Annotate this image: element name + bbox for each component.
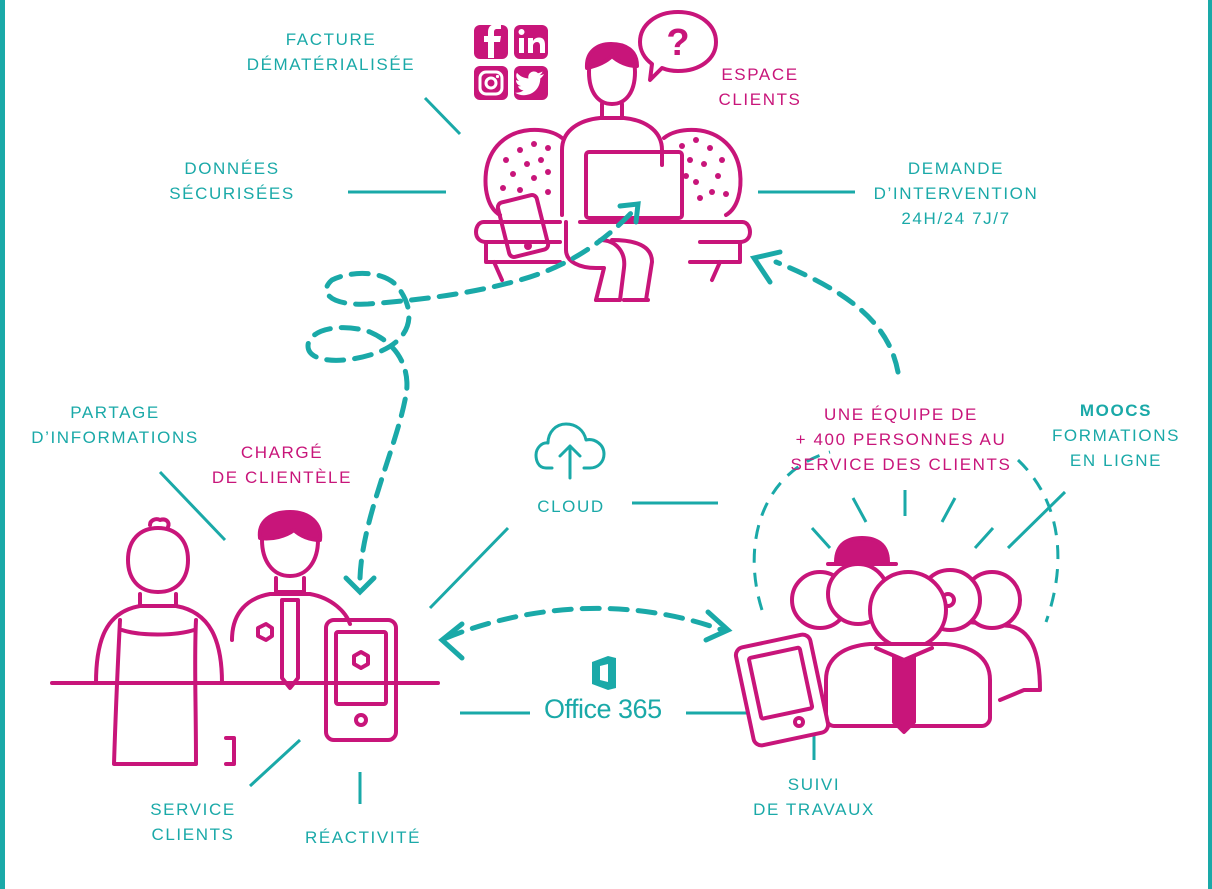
- instagram-icon: [474, 66, 508, 100]
- team-dashed-arc: [752, 450, 1060, 623]
- client-person-illustration: [94, 517, 236, 766]
- left-border: [0, 0, 5, 889]
- right-border: [1208, 0, 1212, 889]
- label-reactivite: RÉACTIVITÉ: [304, 828, 422, 847]
- dashed-arrows: [305, 201, 901, 661]
- linkedin-icon: [514, 25, 548, 59]
- label-office-365: Office 365: [544, 694, 662, 724]
- facebook-icon: [474, 24, 508, 59]
- connector-lines: [158, 96, 1067, 804]
- smartphone-illustration: [324, 618, 398, 742]
- twitter-icon: [514, 66, 548, 100]
- cloud-upload-icon: [534, 422, 606, 480]
- question-bubble-icon: ?: [638, 10, 718, 82]
- label-cloud: CLOUD: [537, 497, 605, 516]
- label-moocs-title: MOOCS: [1079, 401, 1153, 420]
- team-illustration: [733, 536, 1042, 748]
- office-icon: [592, 656, 616, 690]
- advisor-person-illustration: [230, 510, 352, 690]
- person-on-sofa-illustration: [474, 42, 752, 302]
- svg-text:?: ?: [666, 22, 689, 64]
